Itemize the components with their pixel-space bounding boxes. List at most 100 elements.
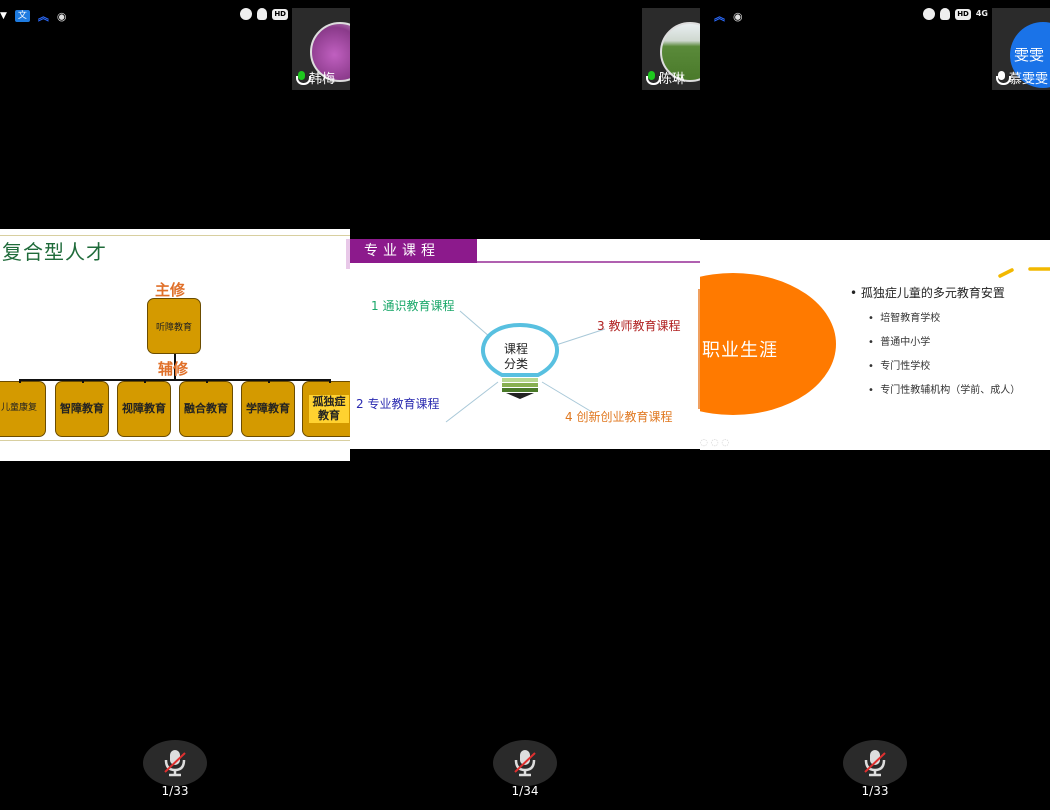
center-label-line: 课程 [504, 342, 529, 356]
connector-line [555, 328, 606, 346]
bullet-sub: • 培智教育学校 [868, 313, 941, 324]
video-panel-1: ▼ 文 ︽ ◉ HD 韩梅 复合型人才 主修 听障教育 辅修 儿童康复 智障教育… [0, 0, 350, 810]
bulb-diagram [445, 310, 606, 423]
video-panel-3: ︽ ◉ HD 4G 雯雯 慕雯雯 职业生涯 • 孤独症儿童的多元教育安置 • 培… [700, 0, 1050, 810]
eye-icon: ◉ [56, 9, 67, 23]
alarm-icon [240, 8, 253, 20]
bulb-base [502, 378, 538, 382]
bullet-text: 培智教育学校 [880, 313, 941, 324]
participant-label: 慕雯雯 [995, 68, 1048, 87]
bullet-text: 专门性教辅机构（学前、成人） [880, 385, 1021, 396]
mic-icon [995, 70, 1011, 85]
org-node: 儿童康复 [0, 379, 46, 437]
org-node-text: 学障教育 [246, 401, 290, 415]
bullet-sub: • 普通中小学 [868, 337, 931, 348]
wave-icon: ︽ [714, 10, 725, 23]
eye-icon: ◉ [733, 9, 743, 23]
slide-title: 复合型人才 [2, 240, 107, 264]
category-label: 3 教师教育课程 [597, 319, 681, 333]
org-node-text: 视障教育 [122, 401, 166, 415]
participant-thumbnail[interactable]: 陈琳 [642, 8, 700, 90]
mic-icon [257, 8, 268, 20]
mic-muted-icon [864, 750, 886, 777]
participant-label: 韩梅 [295, 68, 335, 87]
connector-line [19, 379, 330, 381]
mic-icon [940, 8, 951, 20]
status-bar-right: HD 4G [923, 8, 988, 20]
participant-label: 陈琳 [645, 68, 685, 87]
signal-4g-icon: 4G [975, 9, 988, 18]
app-icon: 文 [14, 10, 30, 22]
org-root-text: 听障教育 [155, 322, 192, 333]
arrow-icon: ▼ [0, 11, 7, 21]
wave-icon: ︽ [37, 10, 49, 23]
page-counter: 1/34 [511, 784, 539, 798]
org-node: 智障教育 [55, 379, 109, 437]
video-panel-2: 陈琳 专业课程 课程 分类 1 通识教育课程 2 专业教育课程 3 教师教育课程… [350, 0, 700, 810]
org-node: 视障教育 [117, 379, 171, 437]
status-bar-left: ▼ 文 ︽ ◉ [0, 8, 67, 24]
bullet-text: 专门性学校 [880, 361, 931, 372]
shared-slide: 复合型人才 主修 听障教育 辅修 儿童康复 智障教育 视障教育 融合教育 学障教… [0, 229, 350, 461]
org-root-node: 听障教育 [147, 298, 201, 354]
mic-muted-icon [164, 750, 186, 777]
slide-controls[interactable]: ◌ ◌ ◌ [700, 438, 730, 448]
bullet-main: • 孤独症儿童的多元教育安置 [850, 286, 1005, 300]
mic-active-icon [295, 70, 311, 85]
connector-line [174, 354, 176, 380]
bullet-sub: • 专门性学校 [868, 361, 931, 372]
org-node-text: 儿童康复 [0, 403, 37, 414]
mute-button[interactable] [493, 740, 557, 786]
center-label-line: 分类 [504, 357, 529, 371]
bullet-text: 孤独症儿童的多元教育安置 [860, 286, 1005, 300]
participant-thumbnail[interactable]: 雯雯 慕雯雯 [992, 8, 1050, 90]
mic-active-icon [645, 70, 661, 85]
hd-icon: HD [955, 8, 971, 20]
bullet-text: 普通中小学 [880, 337, 931, 348]
page-counter: 1/33 [161, 784, 189, 798]
connector-line [541, 381, 593, 413]
org-node: 学障教育 [241, 379, 295, 437]
bulb-icon [481, 322, 559, 377]
status-bar-right: HD [240, 8, 288, 20]
divider [0, 440, 350, 441]
mute-button[interactable] [843, 740, 907, 786]
circle-label: 职业生涯 [702, 340, 778, 361]
category-label: 4 创新创业教育课程 [565, 410, 673, 424]
org-node-text: 智障教育 [60, 401, 104, 415]
org-node: 孤独症教育 [302, 379, 350, 437]
decor-stroke [998, 267, 1050, 278]
divider [477, 261, 700, 263]
mute-button[interactable] [143, 740, 207, 786]
avatar [310, 22, 350, 82]
minor-label: 辅修 [158, 360, 189, 378]
org-node-text: 融合教育 [184, 401, 228, 415]
hd-icon: HD [272, 8, 288, 20]
category-label: 2 专业教育课程 [356, 397, 440, 411]
category-label: 1 通识教育课程 [371, 299, 455, 313]
org-node-text: 孤独症教育 [309, 394, 349, 424]
participant-name: 陈琳 [659, 72, 686, 87]
major-label: 主修 [155, 281, 186, 299]
page-counter: 1/33 [861, 784, 889, 798]
bulb-base [502, 388, 538, 392]
shared-slide: 职业生涯 • 孤独症儿童的多元教育安置 • 培智教育学校 • 普通中小学 • 专… [700, 240, 1050, 450]
participant-thumbnail[interactable]: 韩梅 [292, 8, 350, 90]
alarm-icon [923, 8, 936, 20]
bulb-center-label: 课程 分类 [504, 342, 528, 372]
participant-name: 慕雯雯 [1009, 72, 1049, 87]
connector-line [459, 310, 491, 338]
bulb-tip [506, 393, 534, 399]
slide-header: 专业课程 [350, 239, 477, 263]
decor-bar [698, 289, 700, 409]
status-bar-left: ︽ ◉ [714, 8, 743, 24]
decor-bar [346, 239, 350, 269]
org-node: 融合教育 [179, 379, 233, 437]
bulb-base [502, 383, 538, 387]
mic-muted-icon [514, 750, 536, 777]
shared-slide: 专业课程 课程 分类 1 通识教育课程 2 专业教育课程 3 教师教育课程 4 … [350, 239, 700, 449]
connector-line [445, 381, 499, 423]
bullet-sub: • 专门性教辅机构（学前、成人） [868, 385, 1021, 396]
participant-name: 韩梅 [309, 72, 336, 87]
divider [0, 235, 350, 236]
